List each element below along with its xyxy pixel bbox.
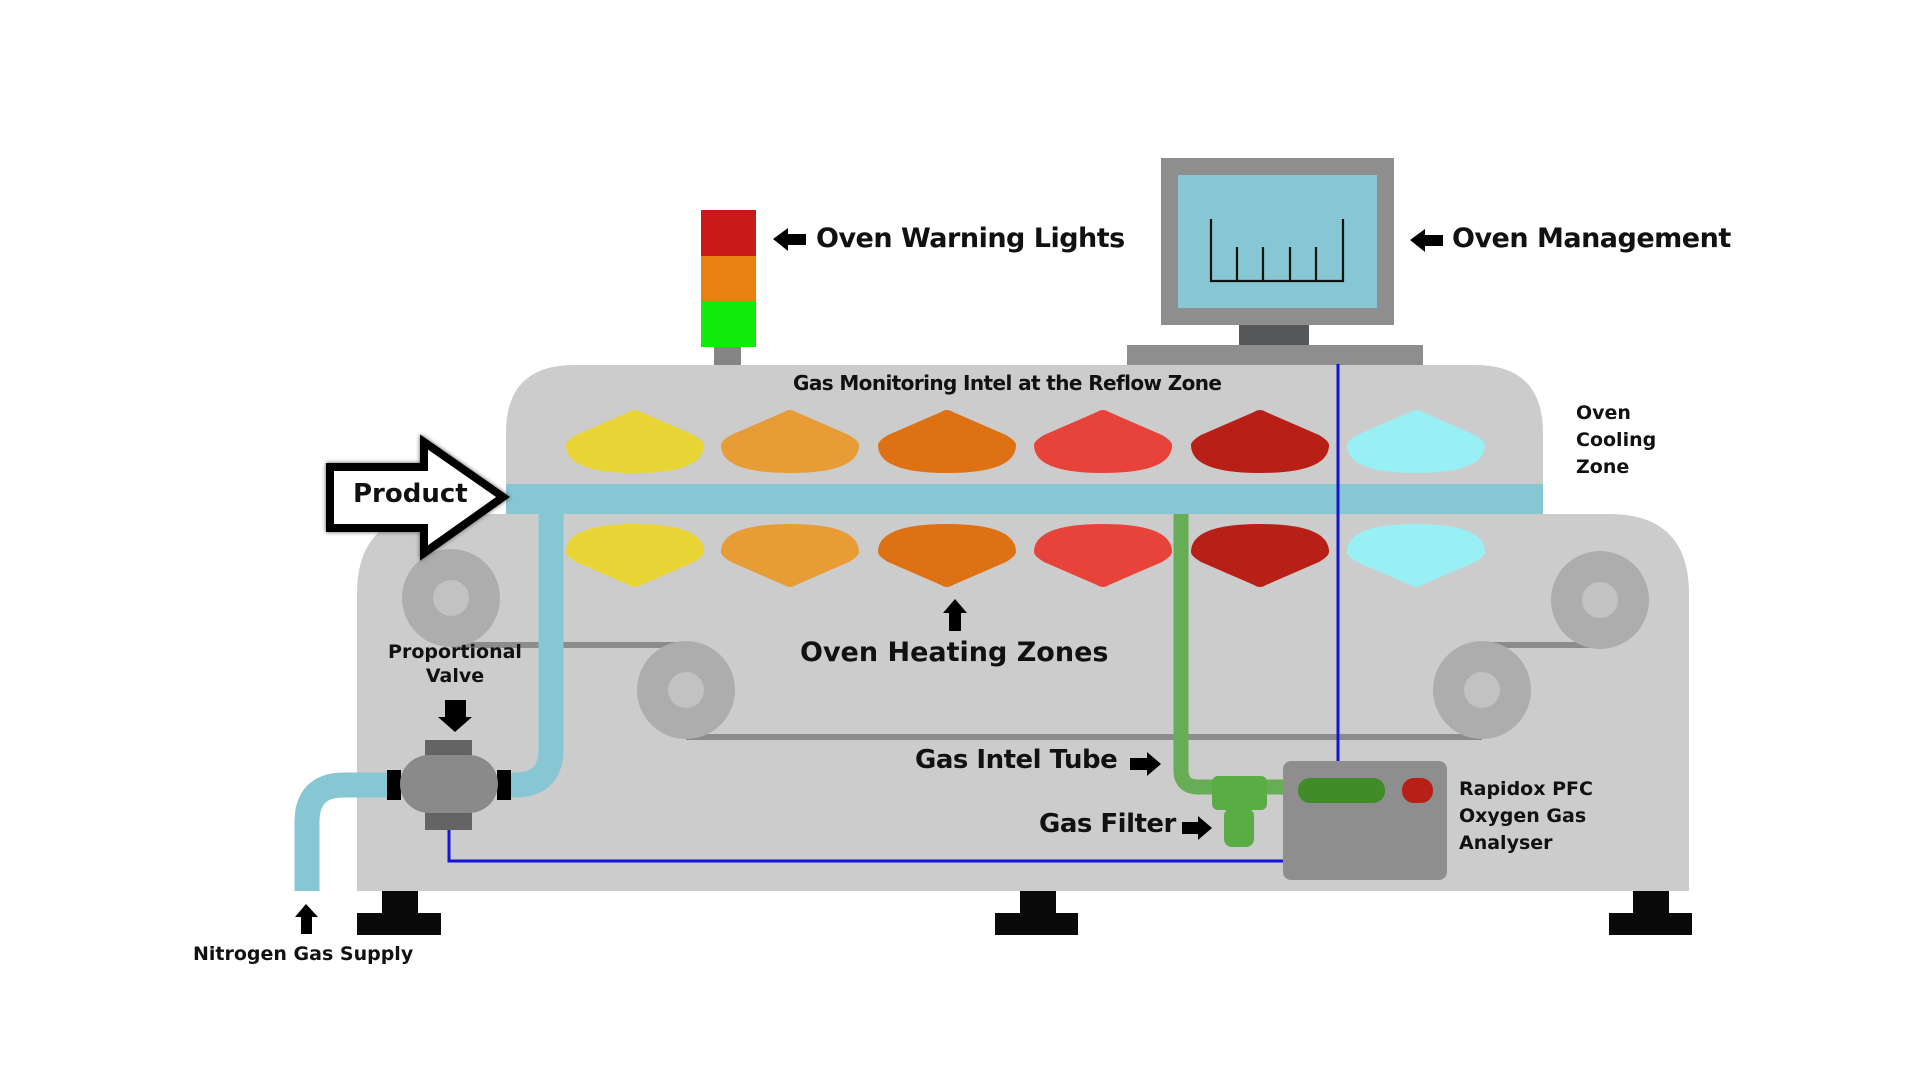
proportional-valve-line: Proportional	[388, 641, 522, 663]
warning-light-red	[701, 210, 756, 256]
arrow-up-icon	[943, 599, 967, 631]
arrow-left-icon	[1410, 229, 1443, 252]
proportional-valve-label: Proportional Valve	[385, 640, 525, 688]
heating-element-lower-zone-5	[1191, 524, 1329, 587]
analyser-line: Oxygen Gas	[1459, 805, 1587, 827]
oven-management-label: Oven Management	[1452, 223, 1731, 254]
proportional-valve	[387, 740, 511, 830]
roller-icon	[637, 641, 735, 739]
analyser-led	[1402, 778, 1433, 803]
oven-management-monitor	[1127, 158, 1423, 365]
foot-icon	[357, 891, 441, 935]
warning-light-green	[701, 301, 756, 347]
gas-intel-tube-label: Gas Intel Tube	[915, 745, 1118, 775]
gas-monitoring-label: Gas Monitoring Intel at the Reflow Zone	[793, 371, 1222, 395]
upper-heating-elements	[566, 410, 1485, 473]
heating-element-lower-zone-2	[721, 524, 859, 587]
roller-system	[402, 549, 1649, 740]
oxygen-gas-analyser	[1283, 761, 1447, 880]
roller-icon	[1433, 641, 1531, 739]
arrow-right-icon	[1130, 752, 1161, 776]
analyser-display	[1298, 778, 1385, 803]
arrow-left-icon	[773, 228, 806, 251]
roller-icon	[402, 549, 500, 647]
product-label: Product	[353, 479, 468, 509]
cooling-zone-line: Zone	[1576, 456, 1630, 478]
analyser-label: Rapidox PFC Oxygen Gas Analyser	[1459, 776, 1593, 857]
lower-heating-elements	[566, 524, 1485, 587]
foot-icon	[995, 891, 1078, 935]
foot-icon	[1609, 891, 1692, 935]
heating-element-upper-zone-4	[1034, 410, 1172, 473]
cooling-element-lower-cooling	[1347, 524, 1485, 587]
heating-element-lower-zone-3	[878, 524, 1016, 587]
arrow-right-icon	[1182, 816, 1212, 840]
gas-intel-tube	[1173, 514, 1290, 795]
cooling-zone-line: Cooling	[1576, 429, 1657, 451]
product-arrow	[326, 434, 510, 561]
conveyor-belt	[506, 484, 1543, 514]
heating-element-upper-zone-1	[566, 410, 704, 473]
nitrogen-supply-pipe	[294, 772, 400, 891]
signal-wire-valve	[447, 830, 1285, 863]
cooling-zone-line: Oven	[1576, 402, 1631, 424]
gas-filter	[1212, 776, 1267, 847]
cooling-zone-label: Oven Cooling Zone	[1576, 400, 1656, 481]
heating-element-lower-zone-1	[566, 524, 704, 587]
arrow-down-icon	[438, 700, 472, 732]
monitor-chart-icon	[1209, 219, 1345, 283]
analyser-line: Analyser	[1459, 832, 1553, 854]
heating-element-upper-zone-5	[1191, 410, 1329, 473]
warning-light-tower	[701, 210, 756, 367]
monitor-neck	[1239, 325, 1309, 346]
roller-icon	[1551, 551, 1649, 649]
oven-warning-lights-label: Oven Warning Lights	[816, 223, 1125, 254]
warning-light-post	[714, 347, 741, 367]
heating-element-lower-zone-4	[1034, 524, 1172, 587]
nitrogen-gas-supply-label: Nitrogen Gas Supply	[193, 943, 414, 965]
gas-filter-label: Gas Filter	[1039, 809, 1176, 839]
cooling-element-upper-cooling	[1347, 410, 1485, 473]
analyser-line: Rapidox PFC	[1459, 778, 1593, 800]
arrow-up-icon	[295, 904, 318, 934]
monitor-screen	[1178, 175, 1377, 308]
monitor-base	[1127, 345, 1423, 365]
warning-light-orange	[701, 256, 756, 301]
proportional-valve-line: Valve	[425, 665, 485, 687]
heating-element-upper-zone-3	[878, 410, 1016, 473]
oven-heating-zones-label: Oven Heating Zones	[800, 637, 1109, 668]
oven-feet	[357, 891, 1692, 935]
heating-element-upper-zone-2	[721, 410, 859, 473]
nitrogen-feed-pipe	[498, 514, 564, 798]
